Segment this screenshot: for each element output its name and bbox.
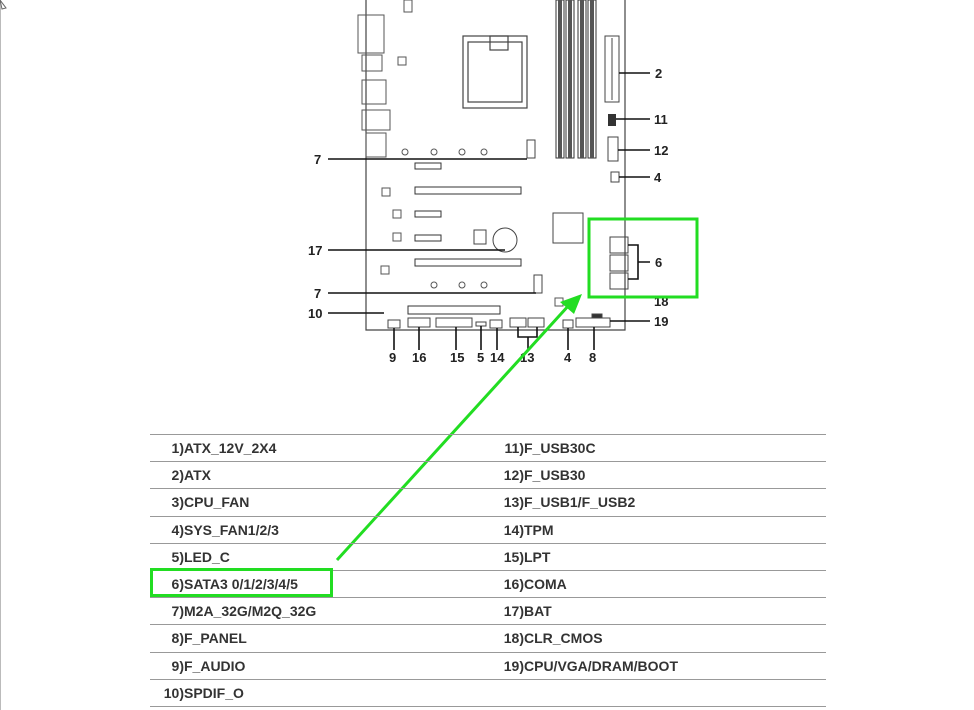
legend-name: LED_C bbox=[184, 542, 474, 571]
callout-14: 14 bbox=[490, 350, 505, 365]
callout-6: 6 bbox=[655, 255, 662, 270]
legend-number: 19) bbox=[474, 651, 524, 680]
legend-number: 8) bbox=[150, 624, 184, 652]
legend-number: 12) bbox=[474, 461, 524, 489]
legend-number: 11) bbox=[474, 433, 524, 462]
mount-holes bbox=[380, 148, 564, 307]
legend-number: 4) bbox=[150, 515, 184, 544]
callout-16: 16 bbox=[412, 350, 426, 365]
leader-lines bbox=[328, 72, 650, 350]
m2-slot-top bbox=[526, 139, 536, 159]
legend-name: COMA bbox=[524, 569, 826, 598]
legend-name: ATX_12V_2X4 bbox=[184, 433, 474, 462]
legend-name: CPU/VGA/DRAM/BOOT bbox=[524, 651, 826, 680]
legend-name bbox=[524, 678, 826, 707]
callout-10: 10 bbox=[308, 306, 322, 321]
legend-name: M2A_32G/M2Q_32G bbox=[184, 597, 474, 625]
sys-fan-header bbox=[610, 171, 620, 183]
usb30-header bbox=[607, 136, 619, 162]
usb30c-header bbox=[608, 114, 616, 126]
legend-name: TPM bbox=[524, 515, 826, 544]
callout-9: 9 bbox=[389, 350, 396, 365]
callout-15: 15 bbox=[450, 350, 464, 365]
legend-number: 14) bbox=[474, 515, 524, 544]
callout-4-bottom: 4 bbox=[564, 350, 572, 365]
callout-4-right: 4 bbox=[654, 170, 662, 185]
dimm-slots bbox=[555, 0, 597, 159]
legend-name: LPT bbox=[524, 542, 826, 571]
sata-highlight-box bbox=[587, 217, 699, 299]
legend-number: 2) bbox=[150, 461, 184, 489]
callout-5: 5 bbox=[477, 350, 484, 365]
legend-number: 9) bbox=[150, 651, 184, 680]
chipset bbox=[552, 212, 584, 244]
legend-number: 10) bbox=[150, 678, 184, 707]
legend-number: 16) bbox=[474, 569, 524, 598]
pcie-slots bbox=[407, 162, 522, 315]
cursor-icon bbox=[0, 0, 7, 10]
legend-name: F_USB30 bbox=[524, 461, 826, 489]
cpu-socket bbox=[462, 35, 528, 109]
legend-name: F_PANEL bbox=[184, 624, 474, 652]
m2-slot-bottom bbox=[533, 274, 543, 294]
legend-name: SYS_FAN1/2/3 bbox=[184, 515, 474, 544]
callout-19: 19 bbox=[654, 314, 668, 329]
legend-number bbox=[474, 678, 524, 707]
legend-name: F_USB30C bbox=[524, 433, 826, 462]
legend-name: F_AUDIO bbox=[184, 651, 474, 680]
callout-7-bottom: 7 bbox=[314, 286, 321, 301]
bios-chip bbox=[473, 229, 487, 245]
legend-number: 3) bbox=[150, 488, 184, 517]
callout-2: 2 bbox=[655, 66, 662, 81]
legend-number: 17) bbox=[474, 597, 524, 625]
legend-name: ATX bbox=[184, 461, 474, 489]
legend-number: 7) bbox=[150, 597, 184, 625]
legend-number: 1) bbox=[150, 433, 184, 462]
legend-name: SATA3 0/1/2/3/4/5 bbox=[184, 569, 474, 598]
legend-name: CLR_CMOS bbox=[524, 624, 826, 652]
legend-name: SPDIF_O bbox=[184, 678, 474, 707]
legend-name: CPU_FAN bbox=[184, 488, 474, 517]
bottom-headers bbox=[387, 313, 611, 329]
callout-12: 12 bbox=[654, 143, 668, 158]
sata-legend-highlight bbox=[150, 568, 333, 597]
legend-row: 10)SPDIF_O bbox=[150, 678, 826, 707]
legend-name: F_USB1/F_USB2 bbox=[524, 488, 826, 517]
legend-number: 15) bbox=[474, 542, 524, 571]
legend-number: 13) bbox=[474, 488, 524, 517]
atx-connector bbox=[604, 35, 620, 103]
legend-name: BAT bbox=[524, 597, 826, 625]
highlight-arrowhead bbox=[560, 294, 582, 314]
legend-number: 18) bbox=[474, 624, 524, 652]
rear-io bbox=[357, 0, 413, 158]
callout-17: 17 bbox=[308, 243, 322, 258]
callout-7-top: 7 bbox=[314, 152, 321, 167]
callout-11: 11 bbox=[654, 112, 668, 127]
board-outline bbox=[365, 0, 626, 331]
callout-8: 8 bbox=[589, 350, 596, 365]
battery bbox=[492, 227, 518, 253]
legend-number: 5) bbox=[150, 542, 184, 571]
